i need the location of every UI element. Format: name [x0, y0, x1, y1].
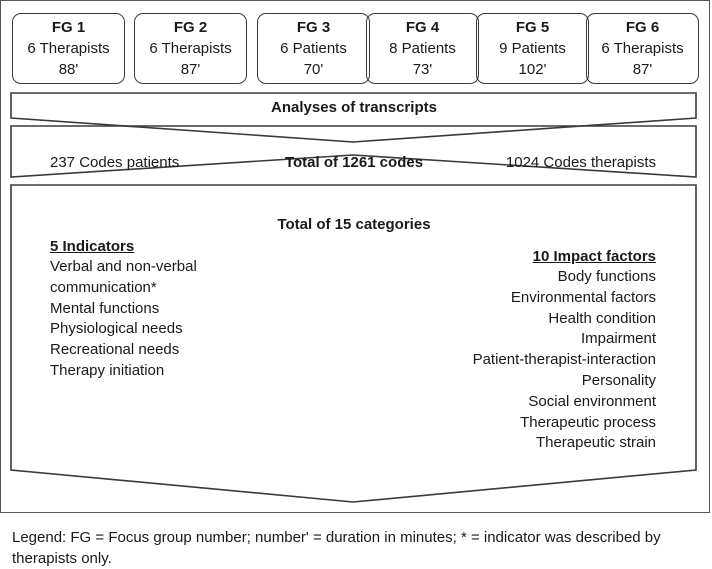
fg-participants: 6 Therapists: [27, 40, 110, 57]
codes-chevron: [10, 125, 697, 178]
list-item: Environmental factors: [510, 288, 656, 306]
analysis-chevron: [10, 92, 697, 143]
fg-duration: 87': [180, 61, 201, 78]
fg-participants: 9 Patients: [499, 40, 566, 57]
list-item: Therapy initiation: [50, 361, 165, 379]
fg-title: FG 2: [173, 19, 208, 36]
list-item: Recreational needs: [50, 341, 180, 359]
focus-group-box-3: FG 3 6 Patients 70': [257, 13, 370, 84]
list-item: Personality: [581, 371, 656, 389]
fg-participants: 8 Patients: [389, 40, 456, 57]
categories-chevron: [10, 184, 697, 503]
fg-duration: 73': [412, 61, 433, 78]
fg-title: FG 5: [515, 19, 550, 36]
fg-duration: 87': [632, 61, 653, 78]
list-item: Therapeutic strain: [535, 434, 656, 452]
fg-participants: 6 Therapists: [601, 40, 684, 57]
impact-factors-heading: 10 Impact factors: [532, 248, 656, 265]
codes-therapists-label: 1024 Codes therapists: [505, 154, 656, 171]
list-item: Therapeutic process: [520, 413, 656, 431]
fg-participants: 6 Therapists: [149, 40, 232, 57]
codes-patients-label: 237 Codes patients: [50, 154, 180, 171]
focus-group-box-6: FG 6 6 Therapists 87': [586, 13, 699, 84]
list-item: Patient-therapist-interaction: [472, 351, 656, 369]
analysis-label: Analyses of transcripts: [271, 99, 437, 116]
list-item: Impairment: [580, 330, 656, 348]
list-item: communication*: [50, 278, 157, 296]
fg-duration: 102': [518, 61, 547, 78]
fg-duration: 70': [303, 61, 324, 78]
fg-title: FG 6: [625, 19, 660, 36]
legend-text: Legend: FG = Focus group number; number'…: [12, 529, 661, 567]
list-item: Body functions: [557, 268, 656, 285]
focus-group-box-1: FG 1 6 Therapists 88': [12, 13, 125, 84]
fg-title: FG 1: [51, 19, 86, 36]
fg-duration: 88': [58, 61, 79, 78]
codes-total-label: Total of 1261 codes: [284, 154, 424, 171]
focus-group-box-5: FG 5 9 Patients 102': [476, 13, 589, 84]
indicators-heading: 5 Indicators: [50, 238, 135, 255]
focus-group-box-2: FG 2 6 Therapists 87': [134, 13, 247, 84]
list-item: Social environment: [528, 392, 656, 410]
fg-participants: 6 Patients: [280, 40, 347, 57]
list-item: Mental functions: [50, 299, 160, 317]
list-item: Verbal and non-verbal: [50, 258, 197, 275]
fg-title: FG 3: [296, 19, 331, 36]
fg-title: FG 4: [405, 19, 440, 36]
indicators-list: Verbal and non-verbal communication* Men…: [50, 257, 197, 382]
impact-factors-list: Body functions Environmental factors Hea…: [473, 267, 656, 454]
list-item: Health condition: [548, 309, 656, 327]
flow-shapes: [10, 92, 697, 503]
focus-group-box-4: FG 4 8 Patients 73': [366, 13, 479, 84]
list-item: Physiological needs: [50, 320, 183, 338]
diagram-frame: [0, 0, 710, 513]
categories-total-label: Total of 15 categories: [277, 216, 431, 233]
